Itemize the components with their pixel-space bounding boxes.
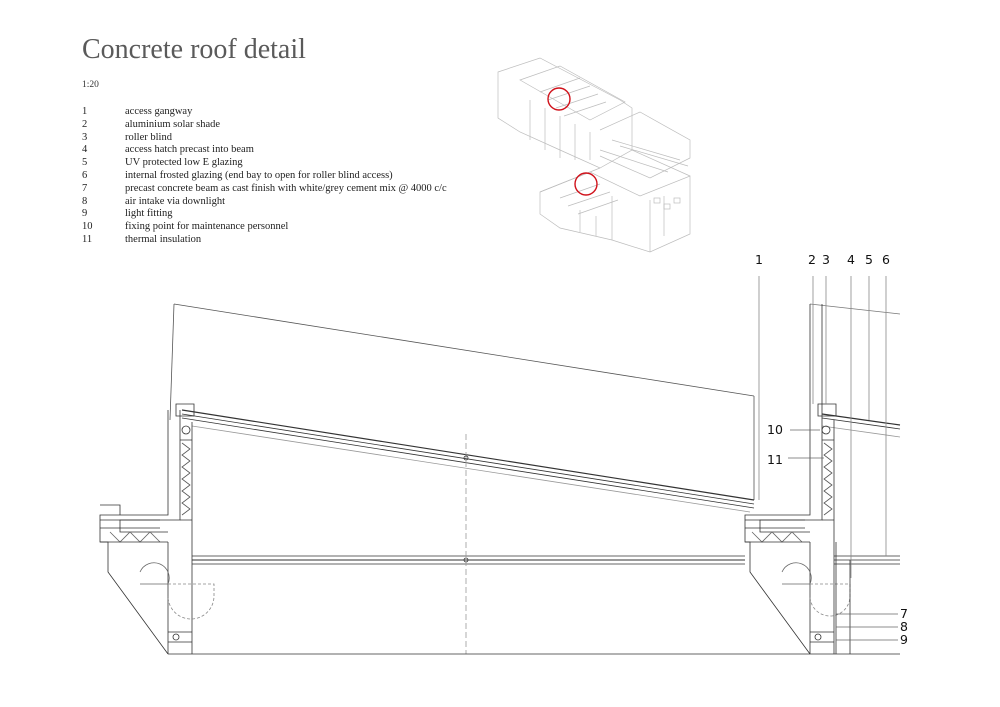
legend-text: precast concrete beam as cast finish wit… bbox=[125, 182, 447, 194]
legend-num: 9 bbox=[82, 208, 88, 220]
callout-8: 8 bbox=[900, 619, 908, 634]
callout-9: 9 bbox=[900, 632, 908, 647]
legend-num: 5 bbox=[82, 157, 88, 169]
scale-label: 1:20 bbox=[82, 80, 99, 90]
callout-2: 2 bbox=[808, 252, 816, 267]
legend-text: light fitting bbox=[125, 208, 173, 220]
callout-11: 11 bbox=[767, 452, 783, 467]
legend-text: internal frosted glazing (end bay to ope… bbox=[125, 169, 393, 181]
roof-section bbox=[99, 276, 901, 655]
key-marker-lower bbox=[574, 172, 598, 196]
legend-num: 1 bbox=[82, 106, 88, 117]
legend-num: 4 bbox=[82, 144, 88, 156]
callout-7: 7 bbox=[900, 606, 908, 621]
legend-text: roller blind bbox=[125, 131, 172, 143]
axonometric-key-view bbox=[497, 57, 691, 253]
legend-num: 10 bbox=[82, 221, 93, 233]
legend-text: access gangway bbox=[125, 106, 193, 117]
callout-6: 6 bbox=[882, 252, 890, 267]
legend-num: 8 bbox=[82, 195, 88, 207]
legend-num: 7 bbox=[82, 182, 88, 194]
callout-1: 1 bbox=[755, 252, 763, 267]
callout-5: 5 bbox=[865, 252, 873, 267]
legend-num: 6 bbox=[82, 169, 88, 181]
legend-text: access hatch precast into beam bbox=[125, 144, 254, 156]
key-marker-upper bbox=[547, 87, 571, 111]
legend-text: air intake via downlight bbox=[125, 195, 226, 207]
page-title: Concrete roof detail bbox=[82, 34, 306, 65]
legend-text: aluminium solar shade bbox=[125, 118, 221, 130]
legend-num: 11 bbox=[82, 233, 93, 245]
callout-4: 4 bbox=[847, 252, 855, 267]
legend-text: fixing point for maintenance personnel bbox=[125, 221, 289, 233]
legend-num: 3 bbox=[82, 131, 88, 143]
legend-num: 2 bbox=[82, 118, 88, 130]
callout-10: 10 bbox=[767, 422, 783, 437]
callout-3: 3 bbox=[822, 252, 830, 267]
legend-text: thermal insulation bbox=[125, 233, 202, 245]
legend-text: UV protected low E glazing bbox=[125, 157, 243, 169]
